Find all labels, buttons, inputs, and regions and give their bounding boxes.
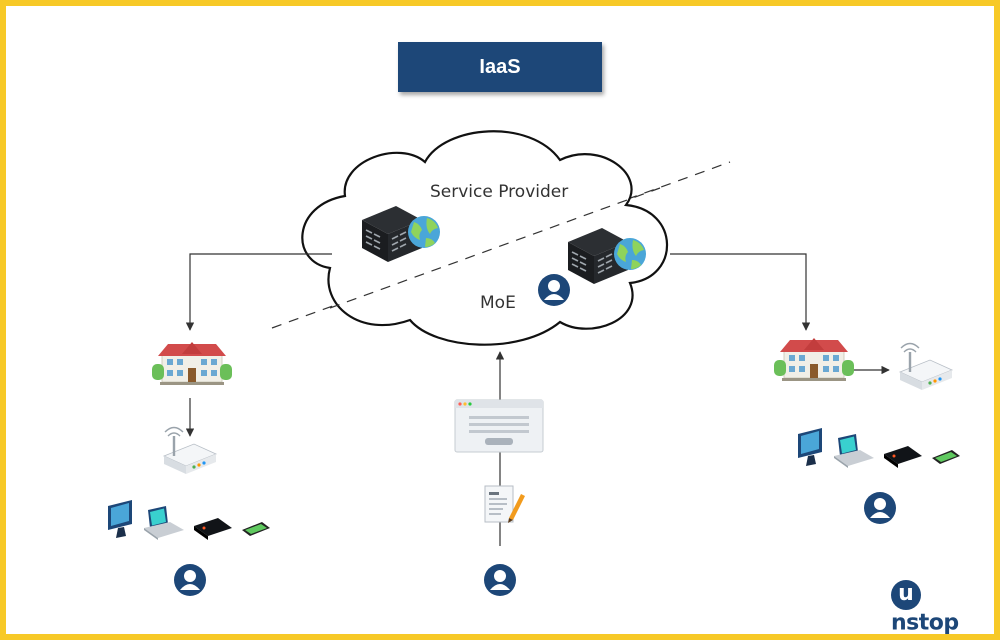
logo-text: nstop xyxy=(891,610,959,636)
boundary-dashed-line-inner xyxy=(329,187,661,309)
moe-label: MoE xyxy=(480,293,516,313)
wifi-router-icon-right xyxy=(898,342,954,392)
unstop-logo: unstop xyxy=(891,580,981,636)
title-banner: IaaS xyxy=(398,42,602,92)
user-avatar-icon-center xyxy=(484,564,516,596)
web-form-icon xyxy=(454,399,544,453)
logo-badge: u xyxy=(891,580,921,610)
user-avatar-icon-left xyxy=(174,564,206,596)
cloud-shape xyxy=(301,130,669,346)
school-building-icon-left xyxy=(151,341,233,386)
connector-left xyxy=(185,253,332,331)
connector-right xyxy=(670,253,811,331)
page-title: IaaS xyxy=(479,55,521,78)
document-pen-icon xyxy=(484,485,525,523)
devices-icon-right xyxy=(798,428,960,468)
school-building-icon-right xyxy=(773,337,855,382)
user-avatar-icon-moe xyxy=(538,274,570,306)
devices-icon-left xyxy=(108,500,270,540)
service-provider-label: Service Provider xyxy=(430,182,569,202)
user-avatar-icon-right xyxy=(864,492,896,524)
